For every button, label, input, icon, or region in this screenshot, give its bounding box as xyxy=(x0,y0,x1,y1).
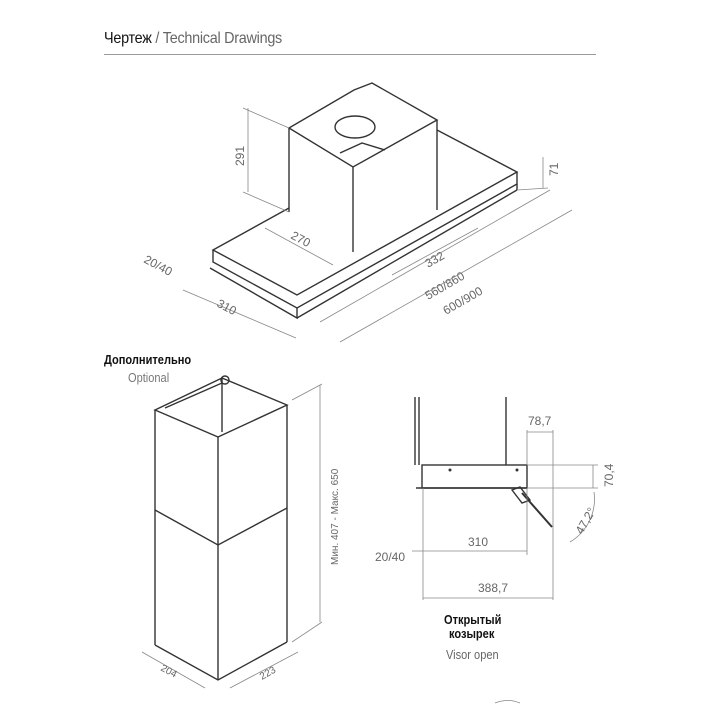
dim-visor-body-height: 70,4 xyxy=(602,463,616,487)
optional-label-en: Optional xyxy=(128,370,170,385)
title-separator: / xyxy=(151,30,163,47)
divider xyxy=(104,54,596,55)
optional-label-ru: Дополнительно xyxy=(104,352,192,367)
visor-label-ru-1: Открытый xyxy=(444,612,502,627)
dim-visor-height: 71 xyxy=(547,162,561,176)
title-en: Technical Drawings xyxy=(162,30,282,47)
dim-visor-overall: 388,7 xyxy=(478,581,508,595)
dim-height-range: Мин. 407 - Макс. 650 xyxy=(330,468,341,565)
dim-column-width: 223 xyxy=(258,665,278,683)
chimney-drawing: Мин. 407 - Макс. 650 204 223 xyxy=(141,375,341,689)
hood-dimensions: 291 71 270 332 560/860 600/900 310 20/40 xyxy=(142,107,573,343)
dim-visor-angle: 47,2° xyxy=(572,505,598,537)
dim-column-depth: 204 xyxy=(159,663,179,681)
page-title: Чертеж / Technical Drawings xyxy=(104,30,282,48)
dim-offset: 20/40 xyxy=(142,252,175,279)
dim-height: 291 xyxy=(233,146,247,166)
dim-visor-offset: 20/40 xyxy=(375,550,405,564)
title-ru: Чертеж xyxy=(104,30,152,47)
dim-visor-total: 310 xyxy=(468,535,488,549)
dim-chimney-depth: 332 xyxy=(423,248,448,270)
visor-label-ru-2: козырек xyxy=(449,626,495,641)
visor-label-en: Visor open xyxy=(446,647,499,662)
dim-depth: 310 xyxy=(215,296,240,318)
dim-visor-depth: 78,7 xyxy=(528,414,552,428)
dim-chimney-width: 270 xyxy=(289,228,314,250)
visor-dimensions: 78,7 70,4 47,2° 310 20/40 388,7 xyxy=(375,414,616,704)
hood-drawing xyxy=(209,82,519,320)
